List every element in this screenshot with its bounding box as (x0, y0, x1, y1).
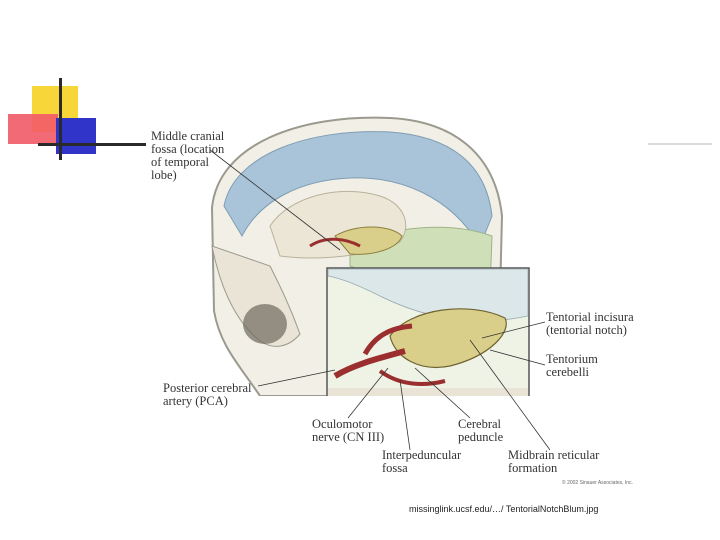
leader-line-tentorial-incisura (481, 321, 546, 339)
label-midbrain-reticular-formation: Midbrain reticular formation (508, 448, 600, 475)
leader-line-oculomotor (347, 367, 389, 419)
label-middle-cranial-fossa: Middle cranial fossa (location of tempor… (151, 129, 225, 182)
inset-tentorium (327, 268, 529, 322)
image-source-caption: missinglink.ucsf.edu/…/ TentorialNotchBl… (409, 504, 599, 514)
label-interpeduncular-fossa: Interpeduncular fossa (382, 448, 462, 475)
inset-artery-branch-1 (362, 323, 413, 356)
copyright-notice: © 2002 Sinauer Associates, Inc. (562, 480, 633, 486)
label-cerebral-peduncle: Cerebral peduncle (458, 417, 504, 444)
label-posterior-cerebral-artery: Posterior cerebral artery (PCA) (163, 381, 252, 408)
skull-base (328, 388, 528, 396)
artery-upper (309, 237, 361, 248)
decorative-red-square (8, 114, 58, 144)
inset-artery-branch-2 (378, 369, 446, 386)
leader-line-cerebral-peduncle (414, 367, 471, 419)
decorative-blue-square (56, 118, 96, 154)
label-tentorial-incisura: Tentorial incisura (tentorial notch) (546, 310, 634, 337)
decorative-vertical-line (59, 78, 62, 160)
leader-line-interpeduncular (399, 379, 411, 451)
decorative-horizontal-line (38, 143, 146, 146)
dura-mater (223, 131, 493, 248)
leader-line-pca (257, 369, 336, 387)
leader-line-midbrain-reticular (469, 339, 551, 451)
brainstem-upper (334, 226, 403, 255)
inset-brainstem (389, 308, 507, 368)
decorative-faint-line (648, 143, 712, 145)
orbit (243, 304, 287, 344)
label-tentorium-cerebelli: Tentorium cerebelli (546, 352, 598, 379)
inset-artery-main (333, 348, 406, 379)
label-oculomotor-nerve: Oculomotor nerve (CN III) (312, 417, 385, 444)
leader-line-middle-cranial-fossa (209, 149, 341, 251)
leader-line-tentorium-cerebelli (489, 349, 546, 366)
skull-tentorium-illustration (210, 116, 530, 396)
